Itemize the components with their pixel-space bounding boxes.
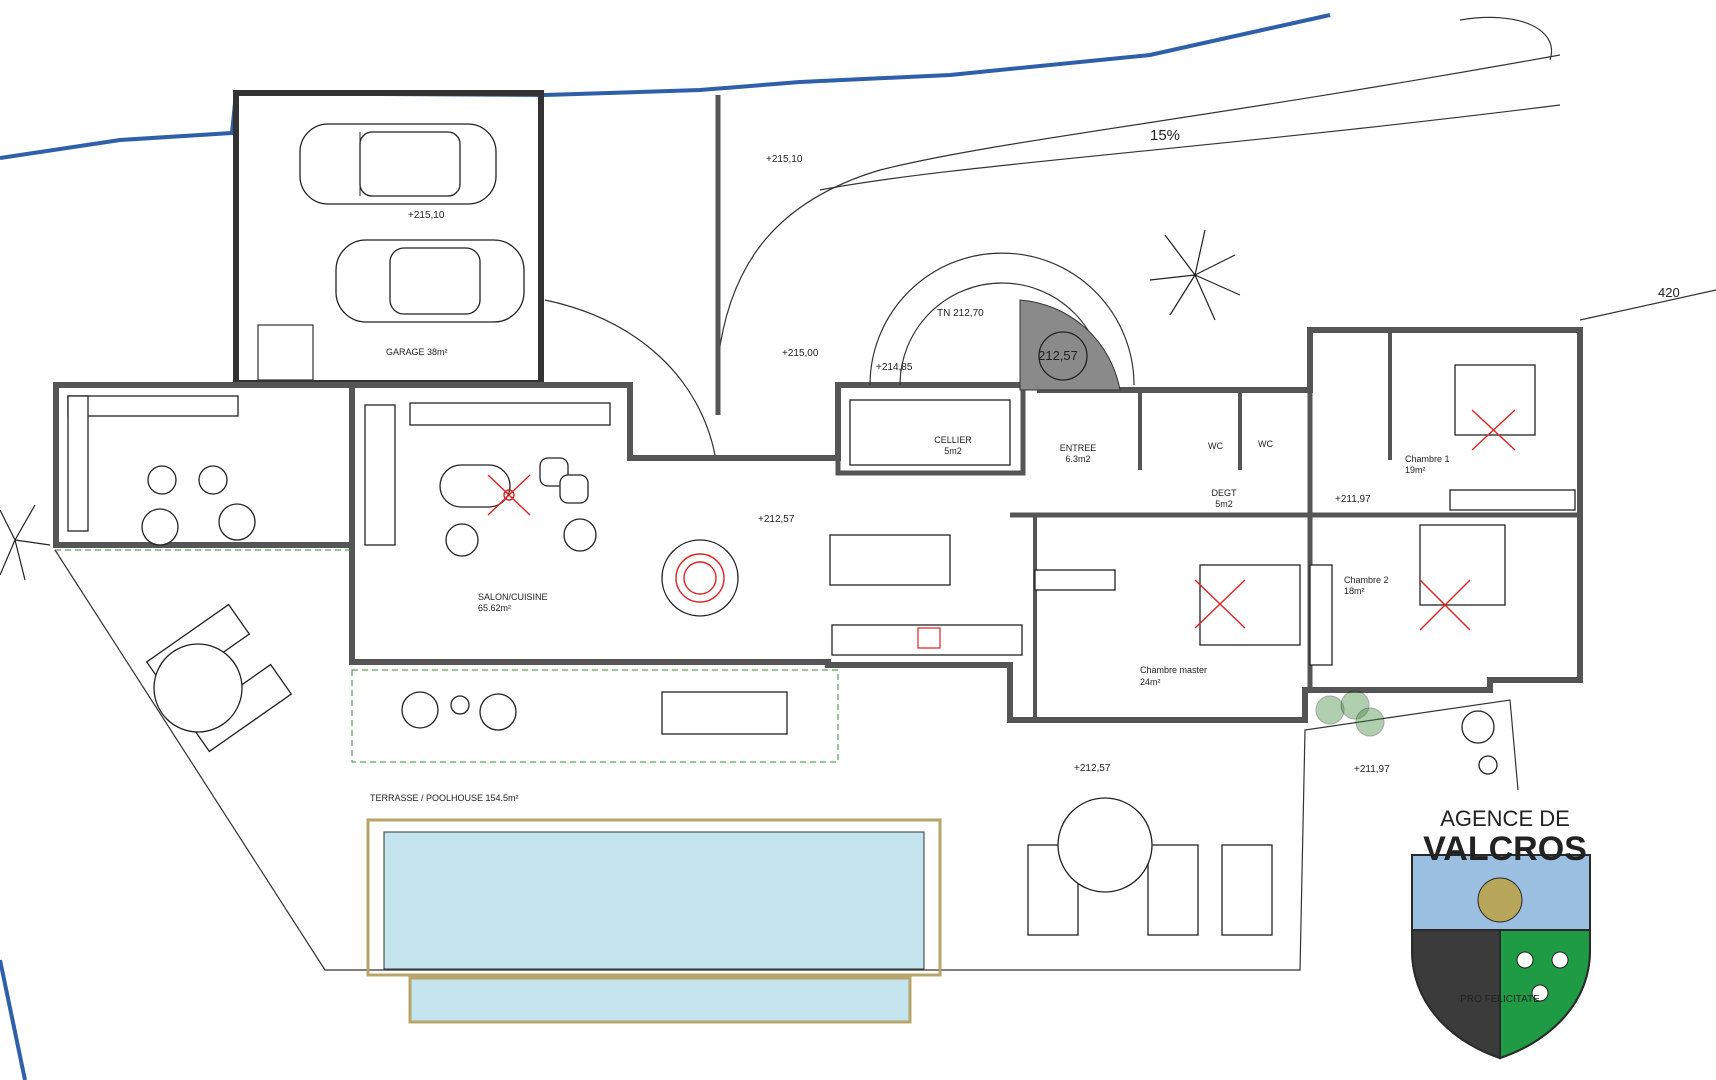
elev-garage: +215,10 [408, 210, 445, 221]
slope-line-right [1579, 289, 1716, 321]
sofa-icon [67, 395, 239, 532]
coffee-table-icon [439, 464, 511, 508]
palm-tree-icon [0, 504, 51, 581]
logo-motto: PRO FELICITATE [1460, 994, 1540, 1005]
logo-line1: AGENCE DE [1440, 806, 1570, 831]
car-icon [299, 123, 497, 205]
cellier-room [835, 382, 1026, 476]
stool-icon [147, 465, 177, 495]
room-label-wc2: WC [1258, 439, 1273, 449]
house-wall [349, 327, 1583, 723]
car-icon [335, 239, 525, 323]
road-curve-top [1459, 16, 1553, 61]
wardrobe-icon [1309, 564, 1333, 666]
kitchen-sink-icon [917, 627, 941, 649]
pool-step [408, 976, 912, 1024]
elev-terrace: +212,57 [1074, 763, 1111, 774]
side-table-icon [450, 695, 470, 715]
wardrobe-icon [1034, 569, 1116, 591]
sofa-icon [409, 402, 611, 426]
room-area-salon: 65.62m² [478, 603, 511, 613]
armchair-icon [1461, 710, 1495, 744]
pool-water [383, 831, 925, 970]
garage-door-frame [257, 324, 314, 381]
property-boundary-line-left [0, 959, 27, 1080]
elev-drive-mid: +215,00 [782, 348, 819, 359]
bed-icon [1199, 564, 1301, 646]
kitchen-island [829, 534, 951, 586]
room-area-degt: 5m2 [1215, 499, 1233, 509]
pool-outline [366, 818, 942, 977]
cellier-counter [849, 399, 1011, 466]
room-area-chambre2: 18m² [1344, 586, 1365, 596]
slope-label: 15% [1150, 127, 1180, 144]
room-label-chambre2: Chambre 2 [1344, 575, 1389, 585]
agence-de-valcros-logo: AGENCE DE VALCROS PRO FELICITATE [1411, 806, 1591, 1060]
room-label-terrasse: TERRASSE / POOLHOUSE 154.5m² [370, 793, 519, 803]
ceiling-fan-icon [1471, 409, 1516, 451]
room-area-cellier: 5m2 [944, 446, 962, 456]
room-label-chambre1: Chambre 1 [1405, 454, 1450, 464]
sofa-icon [364, 404, 396, 546]
covered-terrace-outline [351, 669, 839, 763]
armchair-icon [445, 523, 479, 557]
room-label-entree: ENTREE [1060, 443, 1097, 453]
wardrobe-icon [1449, 489, 1576, 511]
room-label-master: Chambre master [1140, 665, 1207, 675]
room-area-master: 24m² [1140, 677, 1161, 687]
sun-lounger-icon [145, 603, 293, 753]
elev-stair-landing: 212,57 [1038, 348, 1078, 363]
room-label-degt: DEGT [1211, 488, 1237, 498]
armchair-icon [479, 693, 517, 731]
driveway-curve-2 [819, 104, 1561, 191]
elev-garden: +211,97 [1354, 764, 1390, 775]
room-area-entree: 6.3m2 [1065, 454, 1090, 464]
driveway-curve [717, 54, 1561, 361]
elev-stair-base: +214,85 [876, 362, 913, 373]
ceiling-fan-icon [1194, 579, 1246, 629]
elev-salon: +212,57 [758, 514, 795, 525]
room-area-chambre1: 19m² [1405, 465, 1426, 475]
stool-icon [198, 465, 228, 495]
bed-icon [1419, 524, 1506, 606]
terrace-outline [54, 549, 1519, 971]
armchair-icon [401, 691, 439, 729]
ceiling-fan-icon [1419, 579, 1471, 631]
palm-tree-icon [1149, 229, 1241, 321]
dining-table-icon [661, 539, 739, 617]
armchair-icon [218, 503, 256, 541]
room-label-salon: SALON/CUISINE [478, 592, 548, 602]
side-table-icon [1478, 755, 1498, 775]
sun-lounger-icon [1027, 797, 1273, 936]
contour-label: 420 [1658, 285, 1680, 300]
armchair-icon [563, 518, 597, 552]
property-boundary-line [0, 13, 1331, 160]
elev-degt: +211,97 [1335, 494, 1371, 505]
armchair-icon [141, 508, 179, 546]
room-label-wc1: WC [1208, 441, 1223, 451]
spiral-stair-icon [869, 252, 1135, 391]
bed-icon [1454, 364, 1536, 436]
room-label-garage: GARAGE 38m² [386, 347, 448, 357]
elev-stair-top: TN 212,70 [937, 308, 984, 319]
ceiling-fan-icon [487, 474, 531, 516]
outdoor-dining-table [661, 691, 788, 735]
logo-line2: VALCROS [1423, 830, 1587, 868]
kitchen-counter [831, 624, 1023, 656]
side-table-icon [559, 474, 589, 504]
elev-drive-top: +215,10 [766, 154, 803, 165]
driveway-arc [544, 299, 716, 456]
hedge-icon [1315, 690, 1385, 737]
room-label-cellier: CELLIER [934, 435, 972, 445]
